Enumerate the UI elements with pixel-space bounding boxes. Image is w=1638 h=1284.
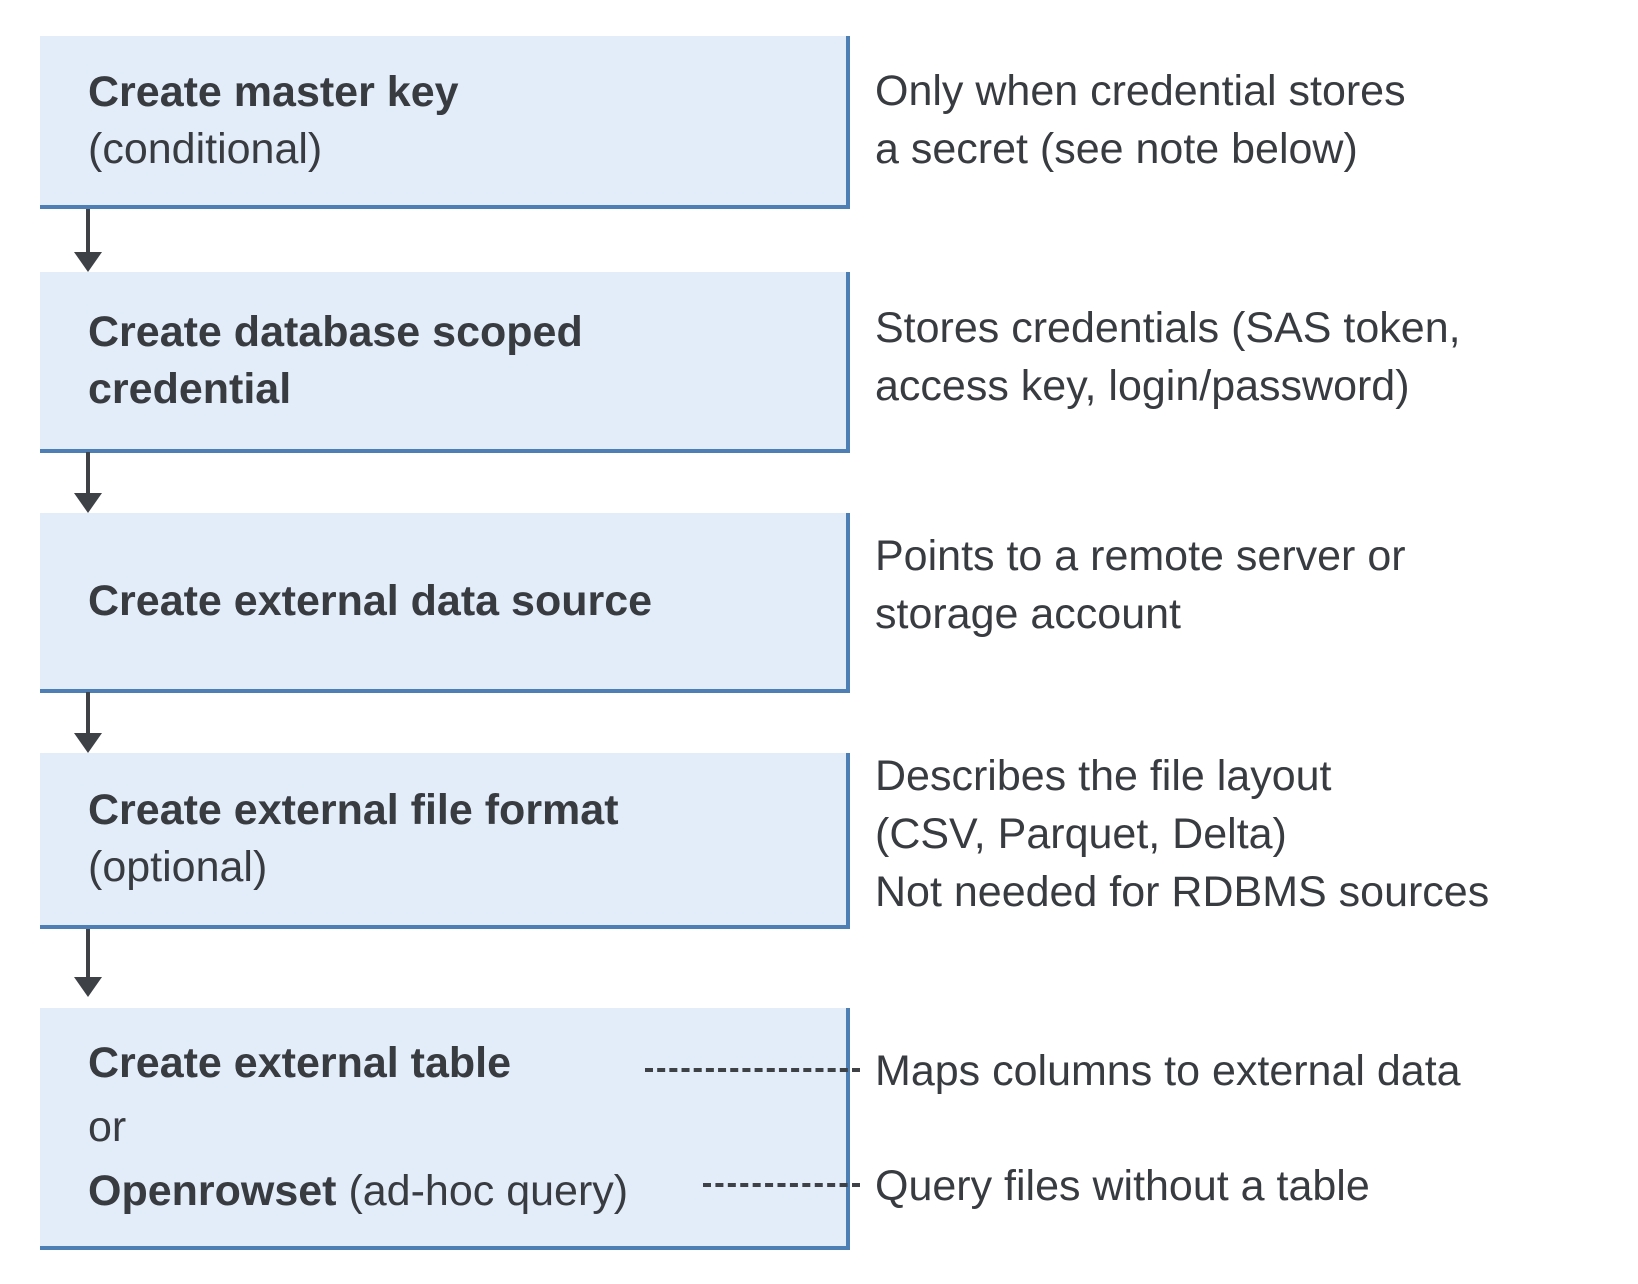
step-box-external-data-source: Create external data source — [40, 513, 850, 693]
down-arrow-icon — [74, 209, 102, 272]
note-external-table: Maps columns to external data — [875, 1047, 1461, 1095]
note-scoped-credential: Stores credentials (SAS token, access ke… — [875, 304, 1461, 410]
note-external-data-source: Points to a remote server or storage acc… — [875, 532, 1406, 638]
step-box-master-key: Create master key (conditional) — [40, 36, 850, 209]
or-label: or — [88, 1103, 127, 1151]
step-title: Create master key — [88, 67, 459, 116]
note-master-key: Only when credential stores a secret (se… — [875, 67, 1406, 173]
step-title: Create external data source — [88, 576, 653, 625]
step-subtitle: (conditional) — [88, 124, 323, 173]
step-box-external-table: Create external table or Openrowset (ad-… — [40, 1008, 850, 1250]
step-subtitle: (optional) — [88, 843, 268, 891]
step-alt-line: Openrowset (ad-hoc query) — [88, 1159, 846, 1223]
step-title: Create database scoped credential — [88, 307, 583, 413]
step-box-scoped-credential: Create database scoped credential — [40, 272, 850, 453]
note-external-file-format: Describes the file layout (CSV, Parquet,… — [875, 752, 1490, 916]
down-arrow-icon — [74, 452, 102, 513]
dashed-connector — [645, 1068, 860, 1072]
step-title: Create external table — [88, 1039, 512, 1087]
step-alt-title: Openrowset — [88, 1167, 337, 1215]
note-openrowset: Query files without a table — [875, 1162, 1370, 1210]
down-arrow-icon — [74, 692, 102, 753]
step-box-external-file-format: Create external file format (optional) — [40, 753, 850, 929]
down-arrow-icon — [74, 929, 102, 997]
step-alt-suffix: (ad-hoc query) — [348, 1167, 629, 1215]
dashed-connector — [703, 1183, 860, 1187]
step-title: Create external file format — [88, 786, 619, 834]
